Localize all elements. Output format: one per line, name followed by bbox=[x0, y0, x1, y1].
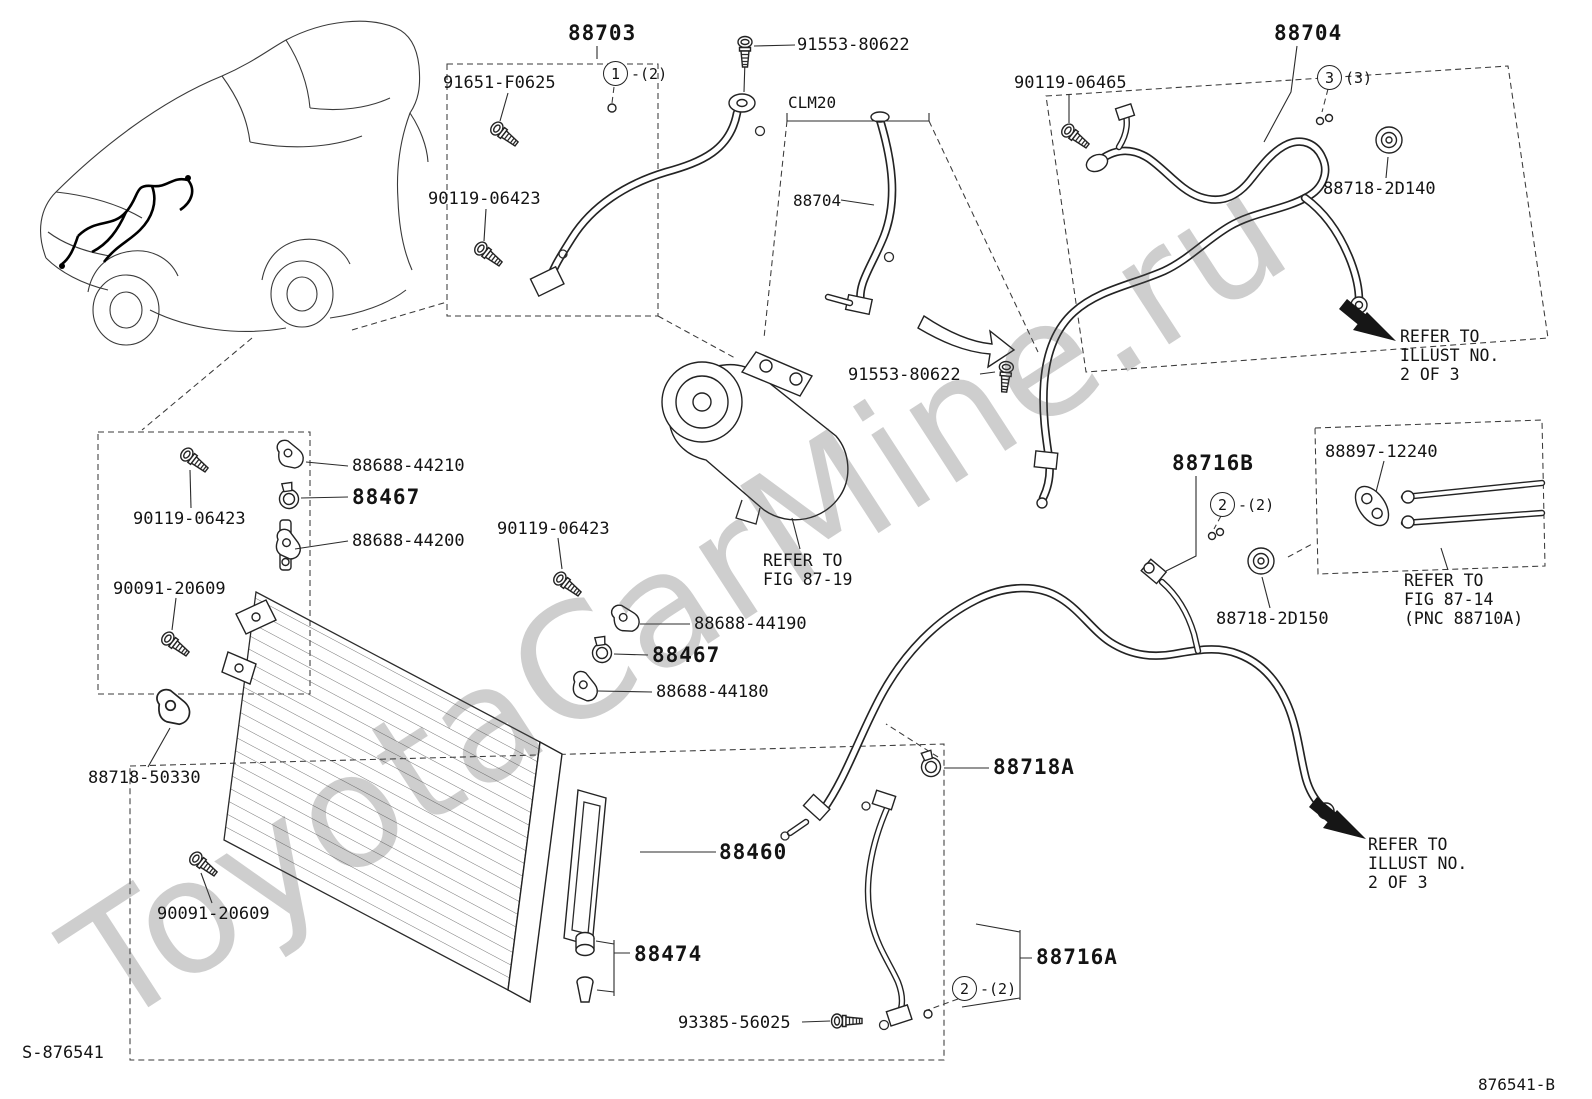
callout-2b: 2-(2) bbox=[952, 976, 1016, 1001]
hose-88704-clm20 bbox=[824, 111, 897, 316]
callout-3: 3(3) bbox=[1317, 65, 1372, 90]
refer-arrow-top bbox=[1339, 299, 1396, 341]
curved-arrow bbox=[917, 314, 1016, 369]
small-parts bbox=[156, 126, 1403, 780]
label-90119-06423-b: 90119-06423 bbox=[133, 509, 246, 529]
label-88718-2D140: 88718-2D140 bbox=[1323, 179, 1436, 199]
refer-arrow-bottom bbox=[1309, 797, 1366, 839]
pipes-at-clamp-88897 bbox=[1400, 479, 1546, 529]
label-88897-12240: 88897-12240 bbox=[1325, 442, 1438, 462]
callout-1-qty: -(2) bbox=[631, 64, 668, 83]
sheet-code-left: S-876541 bbox=[22, 1043, 104, 1063]
callout-2b-qty: -(2) bbox=[980, 979, 1017, 998]
callout-2b-number: 2 bbox=[952, 976, 977, 1001]
cooler-pipe-main bbox=[780, 583, 1335, 841]
label-88704-hose: 88704 bbox=[793, 191, 842, 210]
callout-3-qty: (3) bbox=[1345, 68, 1373, 87]
compressor bbox=[661, 351, 849, 525]
label-88688-44200: 88688-44200 bbox=[352, 531, 465, 551]
note-refer-fig-87-14: REFER TO FIG 87-14 (PNC 88710A) bbox=[1404, 571, 1524, 628]
callout-2a: 2-(2) bbox=[1210, 492, 1274, 517]
pipe-88716A bbox=[861, 789, 913, 1031]
label-93385-56025: 93385-56025 bbox=[678, 1013, 791, 1033]
hose-88704-suction bbox=[1033, 102, 1368, 509]
callout-1: 1-(2) bbox=[603, 61, 667, 86]
callout-2a-qty: -(2) bbox=[1238, 495, 1275, 514]
label-88718-50330: 88718-50330 bbox=[88, 768, 201, 788]
label-91553-80622-mid: 91553-80622 bbox=[848, 365, 961, 385]
label-91553-80622-top: 91553-80622 bbox=[797, 35, 910, 55]
label-88467-b: 88467 bbox=[652, 643, 721, 667]
condenser-88460 bbox=[221, 519, 607, 1004]
label-88688-44210: 88688-44210 bbox=[352, 456, 465, 476]
dashed-lines bbox=[97, 63, 1549, 1061]
sheet-code-right: 876541-B bbox=[1478, 1075, 1556, 1094]
label-90091-20609-a: 90091-20609 bbox=[113, 579, 226, 599]
note-refer-illust-bottom: REFER TO ILLUST NO. 2 OF 3 bbox=[1368, 835, 1468, 892]
leader-lines bbox=[147, 44, 1449, 1023]
label-88688-44190: 88688-44190 bbox=[694, 614, 807, 634]
label-88688-44180: 88688-44180 bbox=[656, 682, 769, 702]
label-90119-06423-c: 90119-06423 bbox=[497, 519, 610, 539]
label-88716A: 88716A bbox=[1036, 945, 1118, 969]
car-sketch bbox=[40, 20, 429, 346]
label-CLM20: CLM20 bbox=[788, 93, 837, 112]
callout-3-number: 3 bbox=[1317, 65, 1342, 90]
label-90119-06423-a: 90119-06423 bbox=[428, 189, 541, 209]
label-88718-2D150: 88718-2D150 bbox=[1216, 609, 1329, 629]
label-88474: 88474 bbox=[634, 942, 703, 966]
grommet-88474 bbox=[575, 931, 595, 1003]
label-88460: 88460 bbox=[719, 840, 788, 864]
callout-2a-number: 2 bbox=[1210, 492, 1235, 517]
condenser-bracket bbox=[221, 599, 277, 685]
hose-88703 bbox=[529, 59, 766, 298]
label-91651-F0625: 91651-F0625 bbox=[443, 73, 556, 93]
label-88704: 88704 bbox=[1274, 21, 1343, 45]
note-refer-illust-top: REFER TO ILLUST NO. 2 OF 3 bbox=[1400, 327, 1500, 384]
callout-1-number: 1 bbox=[603, 61, 628, 86]
label-90091-20609-b: 90091-20609 bbox=[157, 904, 270, 924]
label-88718A: 88718A bbox=[993, 755, 1075, 779]
label-88703: 88703 bbox=[568, 21, 637, 45]
label-88716B: 88716B bbox=[1172, 451, 1254, 475]
engine-harness bbox=[59, 175, 194, 269]
label-88467-a: 88467 bbox=[352, 485, 421, 509]
clamp-88897-12240 bbox=[1354, 485, 1390, 527]
label-90119-06465: 90119-06465 bbox=[1014, 73, 1127, 93]
washers bbox=[607, 103, 1334, 1019]
note-refer-fig-87-19: REFER TO FIG 87-19 bbox=[763, 551, 853, 589]
pipe-88716B bbox=[1140, 558, 1202, 655]
